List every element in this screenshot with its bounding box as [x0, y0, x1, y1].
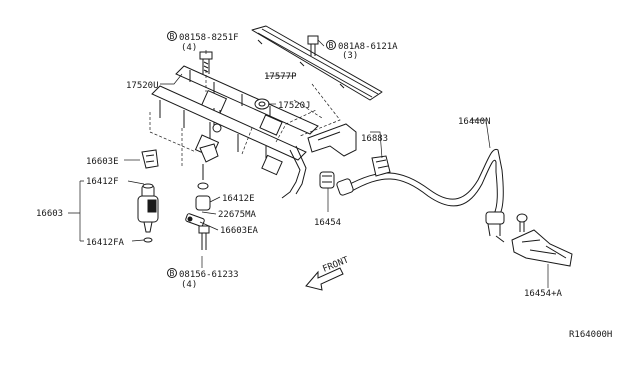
bolt-symbol-icons: B B B: [167, 31, 336, 278]
callout-16412e: 16412E: [222, 194, 255, 204]
callout-081a8-6121a: 081A8-6121A: [338, 42, 398, 52]
callout-17520u: 17520U: [126, 81, 159, 91]
callout-16883: 16883: [361, 134, 388, 144]
callout-16412fa: 16412FA: [86, 238, 125, 248]
callout-16603ea: 16603EA: [220, 226, 259, 236]
tube-clip-16883: [371, 155, 391, 177]
bolt-symbol-icon: B: [170, 32, 175, 41]
fuel-damper-17520j: [254, 98, 270, 110]
callout-08158-qty: (4): [181, 43, 197, 53]
bolt-symbol-icon: B: [329, 41, 334, 50]
callout-labels: 08158-8251F (4) 081A8-6121A (3) 17577P 1…: [36, 33, 612, 340]
callout-081a8-qty: (3): [342, 51, 358, 61]
center-injector-parts: [185, 143, 219, 250]
upper-fuel-rail: [175, 65, 319, 136]
lower-fuel-rail: [151, 85, 307, 199]
reference-lines: [149, 70, 341, 166]
callout-16440n: 16440N: [458, 117, 491, 127]
callout-08156-qty: (4): [181, 280, 197, 290]
bolt-symbol-icon: B: [170, 269, 175, 278]
callout-08156-61233: 08156-61233: [179, 270, 239, 280]
callout-16412f: 16412F: [86, 177, 119, 187]
diagram-reference-code: R164000H: [569, 330, 612, 340]
leader-lines: [68, 39, 549, 288]
engine-cover-bracket: [251, 25, 383, 101]
callout-17520j: 17520J: [278, 101, 311, 111]
front-direction-arrow: [305, 267, 344, 291]
fuel-injector: [137, 183, 159, 243]
callout-16454: 16454: [314, 218, 341, 228]
callout-16454a: 16454+A: [524, 289, 563, 299]
fuel-feed-tube: [336, 148, 505, 243]
callout-17577p: 17577P: [264, 72, 297, 82]
rail-bracket: [307, 123, 357, 157]
callout-08158-8251f: 08158-8251F: [179, 33, 239, 43]
quick-connector-16454a: [511, 213, 573, 267]
quick-connector-16454: [319, 171, 335, 189]
rail-bolt-upper: [199, 51, 213, 74]
callout-16603: 16603: [36, 209, 63, 219]
callout-22675ma: 22675MA: [218, 210, 257, 220]
injector-clip: [141, 149, 159, 169]
callout-16603e: 16603E: [86, 157, 119, 167]
